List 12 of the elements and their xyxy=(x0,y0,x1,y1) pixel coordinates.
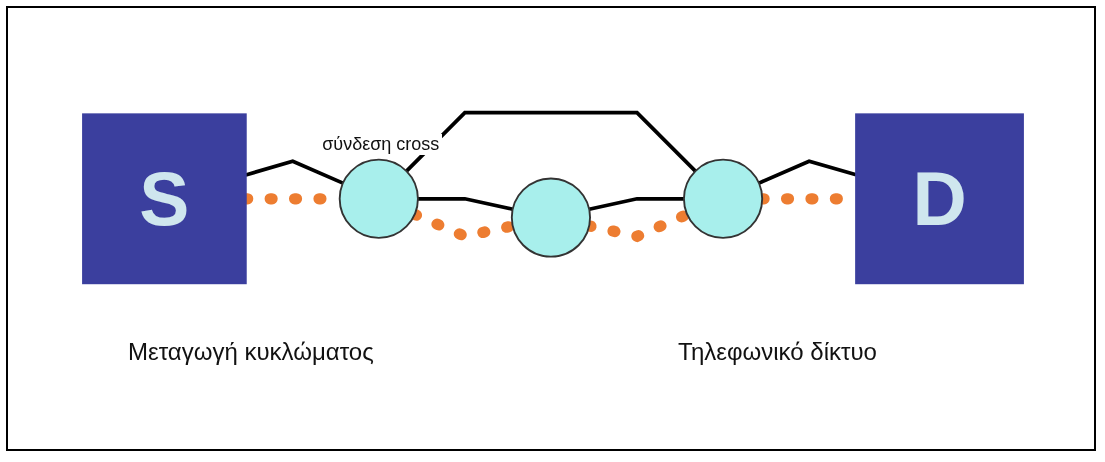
node-box: S xyxy=(82,113,247,285)
node-circle xyxy=(683,158,764,239)
connector xyxy=(405,110,697,173)
caption-text: Μεταγωγή κυκλώματος xyxy=(128,338,374,366)
node-circle xyxy=(338,158,419,239)
connector xyxy=(758,159,857,185)
connector xyxy=(588,196,684,212)
node-circle xyxy=(510,177,591,258)
node-box: D xyxy=(855,113,1024,285)
connector xyxy=(417,196,514,212)
connector xyxy=(245,159,344,185)
caption-text: Τηλεφωνικό δίκτυο xyxy=(678,338,877,366)
